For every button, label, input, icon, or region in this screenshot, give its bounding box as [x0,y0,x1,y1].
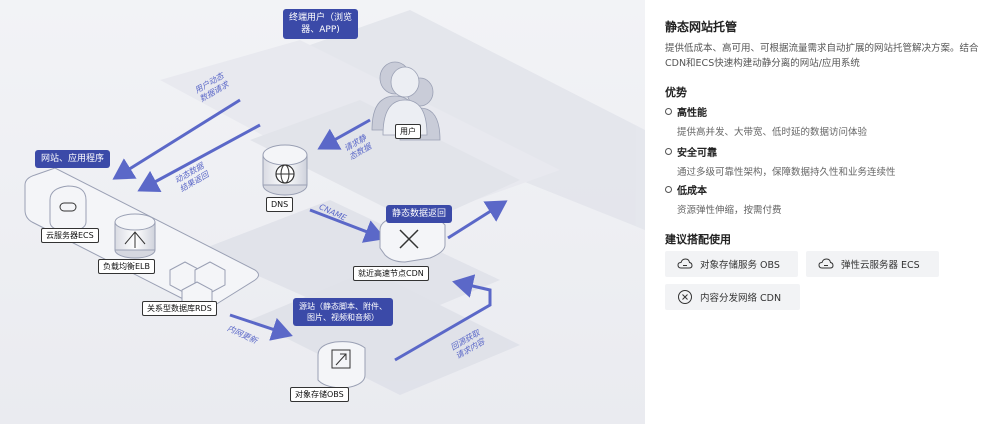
ecs-label: 云服务器ECS [41,228,99,243]
product-chip-label: 弹性云服务器 ECS [841,260,920,271]
bullet-icon [665,108,672,115]
advantage-title: 安全可靠 [677,148,717,159]
cloud-icon [677,258,693,269]
panel-title: 静态网站托管 [665,20,738,34]
obs-node [317,341,366,389]
product-chip-cdn[interactable]: 内容分发网络 CDN [665,284,800,310]
cloud-icon [818,258,834,269]
product-chip-label: 内容分发网络 CDN [700,293,782,304]
product-chip-label: 对象存储服务 OBS [700,260,780,271]
advantage-title: 低成本 [677,186,707,197]
website-tag: 网站、应用程序 [35,150,111,168]
cdn-label: 就近高速节点CDN [353,266,429,281]
cdn-icon [678,290,692,304]
elb-node [114,213,156,259]
panel-description: 提供低成本、高可用、可根据流量需求自动扩展的网站托管解决方案。结合CDN和ECS… [665,43,979,69]
obs-label: 对象存储OBS [290,387,349,402]
ecs-node [49,185,87,233]
product-chip-obs[interactable]: 对象存储服务 OBS [665,251,798,277]
product-chip-ecs[interactable]: 弹性云服务器 ECS [806,251,939,277]
dns-label: DNS [266,197,294,212]
user-label: 用户 [395,124,421,139]
advantage-desc: 资源弹性伸缩，按需付费 [677,205,782,216]
advantage-desc: 提供高并发、大带宽、低时延的数据访问体验 [677,127,868,138]
advantages-heading: 优势 [665,86,687,99]
origin-tag: 源站（静态脚本、附件、 图片、视频和音频） [293,298,393,326]
bullet-icon [665,186,672,193]
advantage-desc: 通过多级可靠性架构，保障数据持久性和业务连续性 [677,167,896,178]
bullet-icon [665,148,672,155]
cdn-tag: 静态数据返回 [386,205,453,223]
info-panel: 静态网站托管 提供低成本、高可用、可根据流量需求自动扩展的网站托管解决方案。结合… [645,0,1000,424]
user-terminal-tag: 终端用户（浏览 器、APP) [283,9,359,39]
arrows [112,98,508,362]
elb-label: 负载均衡ELB [98,259,155,274]
advantage-title: 高性能 [677,108,707,119]
recommend-heading: 建议搭配使用 [665,233,731,246]
rds-label: 关系型数据库RDS [142,301,217,316]
dns-node [262,144,308,196]
architecture-diagram: 终端用户（浏览 器、APP) 用户 网站、应用程序 云服务器ECS 负载均衡EL… [0,0,645,424]
